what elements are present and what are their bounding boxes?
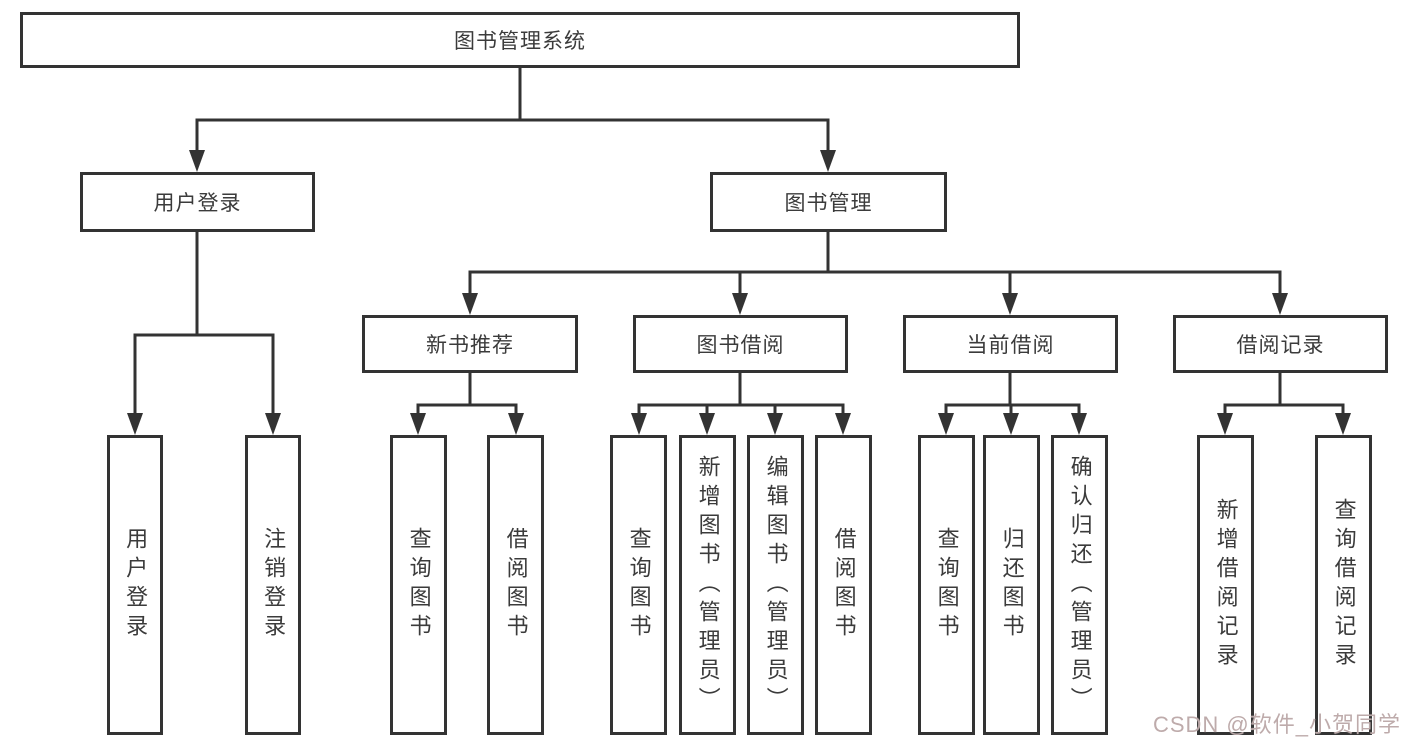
arrow-down-icon	[820, 150, 836, 172]
node-current-borrowing: 当前借阅	[903, 315, 1118, 373]
arrow-down-icon	[767, 413, 783, 435]
arrow-down-icon	[1272, 293, 1288, 315]
leaf-add-book-admin: 新增图书（管理员）	[679, 435, 736, 735]
connector-book-management	[468, 230, 1282, 298]
leaf-query-borrow-record: 查询借阅记录	[1315, 435, 1372, 735]
connector-borrowing-records	[1223, 371, 1345, 418]
arrow-down-icon	[835, 413, 851, 435]
arrow-down-icon	[631, 413, 647, 435]
arrow-down-icon	[189, 150, 205, 172]
node-book-management: 图书管理	[710, 172, 947, 232]
arrow-down-icon	[1335, 413, 1351, 435]
connector-current-borrowing	[944, 371, 1081, 418]
leaf-borrow-books-borrowing: 借阅图书	[815, 435, 872, 735]
connector-new-book-recommendation	[416, 371, 518, 418]
leaf-borrow-books-recommendation: 借阅图书	[487, 435, 544, 735]
connector-user-login	[133, 230, 275, 418]
connector-root	[195, 66, 830, 155]
arrow-down-icon	[732, 293, 748, 315]
leaf-edit-book-admin: 编辑图书（管理员）	[747, 435, 804, 735]
arrow-down-icon	[265, 413, 281, 435]
node-new-book-recommendation: 新书推荐	[362, 315, 578, 373]
leaf-query-books-borrowing: 查询图书	[610, 435, 667, 735]
leaf-return-books: 归还图书	[983, 435, 1040, 735]
arrow-down-icon	[410, 413, 426, 435]
leaf-confirm-return-admin: 确认归还（管理员）	[1051, 435, 1108, 735]
arrow-down-icon	[938, 413, 954, 435]
node-book-borrowing: 图书借阅	[633, 315, 848, 373]
node-borrowing-records: 借阅记录	[1173, 315, 1388, 373]
watermark: CSDN @软件_小贺同学	[1152, 712, 1401, 737]
node-library-management-system: 图书管理系统	[20, 12, 1020, 68]
arrow-down-icon	[508, 413, 524, 435]
leaf-logout: 注销登录	[245, 435, 301, 735]
arrow-down-icon	[462, 293, 478, 315]
leaf-add-borrow-record: 新增借阅记录	[1197, 435, 1254, 735]
node-user-login: 用户登录	[80, 172, 315, 232]
connector-book-borrowing	[637, 371, 845, 418]
arrow-down-icon	[1071, 413, 1087, 435]
leaf-query-books-current: 查询图书	[918, 435, 975, 735]
arrow-down-icon	[1217, 413, 1233, 435]
arrow-down-icon	[127, 413, 143, 435]
arrow-down-icon	[1003, 413, 1019, 435]
leaf-query-books-recommendation: 查询图书	[390, 435, 447, 735]
arrow-down-icon	[1002, 293, 1018, 315]
leaf-user-login: 用户登录	[107, 435, 163, 735]
arrow-down-icon	[699, 413, 715, 435]
